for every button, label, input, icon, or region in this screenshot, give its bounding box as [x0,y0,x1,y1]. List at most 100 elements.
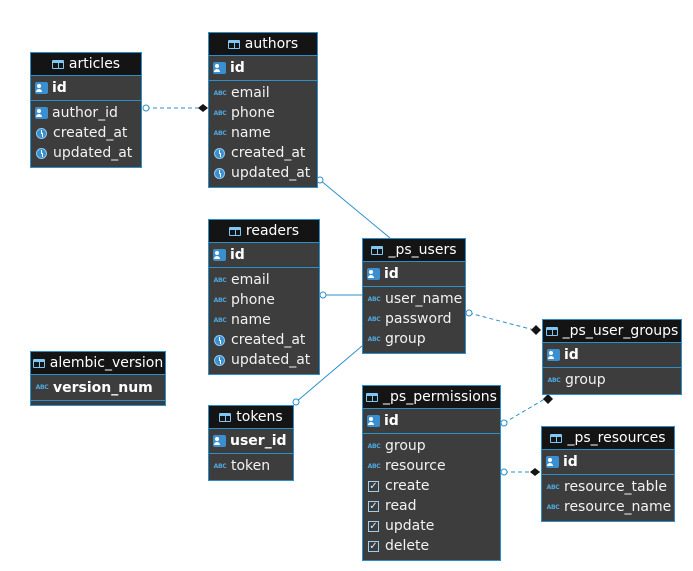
table-header[interactable]: _ps_users [363,239,465,262]
text-type-icon: ABC [367,442,381,450]
key-icon [547,349,560,361]
text-type-icon: ABC [213,109,227,117]
text-type-icon: ABC [213,129,227,137]
table-icon [51,59,64,69]
link-end-circle [142,104,150,112]
key-icon [367,415,380,427]
table-icon [545,326,558,336]
link-end-diamond [531,325,541,335]
table-header[interactable]: _ps_user_groups [543,320,681,343]
column-row[interactable]: author_id [31,103,141,123]
key-icon [35,82,48,94]
link-authors-ps-users [319,179,391,239]
checkbox-icon: ✓ [368,480,379,492]
primary-key-row[interactable]: id [209,243,319,268]
text-type-icon: ABC [367,335,381,343]
primary-key-row[interactable]: id [363,409,500,434]
key-icon [35,107,48,119]
table-articles[interactable]: articles id author_id created_at updated… [30,52,142,168]
link-tokens-ps-users [295,345,363,403]
text-type-icon: ABC [213,462,227,470]
text-type-icon: ABC [213,276,227,284]
checkbox-icon: ✓ [368,500,379,512]
table-header[interactable]: articles [31,53,141,76]
primary-key-row[interactable]: id [31,76,141,101]
link-end-circle [500,468,508,476]
column-row[interactable]: created_at [31,123,141,143]
key-icon [546,456,559,468]
clock-icon [214,354,225,366]
table-icon [228,226,241,236]
table-icon [550,433,563,443]
table-icon [227,39,240,49]
column-row[interactable]: created_at [209,143,317,163]
clock-icon [36,147,47,159]
column-row[interactable]: updated_at [31,143,141,163]
text-type-icon: ABC [546,503,560,511]
text-type-icon: ABC [547,376,561,384]
link-end-circle [319,291,327,299]
column-row[interactable]: created_at [209,330,319,350]
table-icon [371,245,384,255]
column-row[interactable]: ✓delete [368,538,430,554]
checkbox-icon: ✓ [368,520,379,532]
table-header[interactable]: tokens [209,406,293,429]
table-icon [366,392,379,402]
text-type-icon: ABC [367,315,381,323]
text-type-icon: ABC [35,384,49,391]
checkbox-icon: ✓ [368,540,379,552]
key-icon [213,249,226,261]
table-header[interactable]: authors [209,33,317,56]
primary-key-row[interactable]: user_id [209,429,293,454]
table-header[interactable]: _ps_permissions [363,386,500,409]
column-row[interactable]: updated_at [209,163,317,183]
primary-key-row[interactable]: id [543,343,681,368]
table-header[interactable]: readers [209,220,319,243]
key-icon [367,268,380,280]
clock-icon [214,334,225,346]
column-row[interactable]: ✓update [368,518,435,534]
clock-icon [214,167,225,179]
text-type-icon: ABC [213,89,227,97]
table-header[interactable]: alembic_version [31,352,165,375]
primary-key-row[interactable]: id [209,56,317,81]
table-header[interactable]: _ps_resources [542,427,674,450]
primary-key-row[interactable]: id [363,262,465,287]
link-end-diamond [198,104,208,112]
key-icon [213,62,226,74]
text-type-icon: ABC [367,295,381,303]
primary-key-row[interactable]: id [542,450,674,475]
link-end-diamond [543,394,553,404]
link-end-circle [465,309,473,317]
column-row[interactable]: updated_at [209,350,319,370]
column-row[interactable]: ✓create [368,478,430,494]
table-icon [32,358,45,368]
column-row[interactable]: ✓read [368,498,417,514]
clock-icon [36,127,47,139]
